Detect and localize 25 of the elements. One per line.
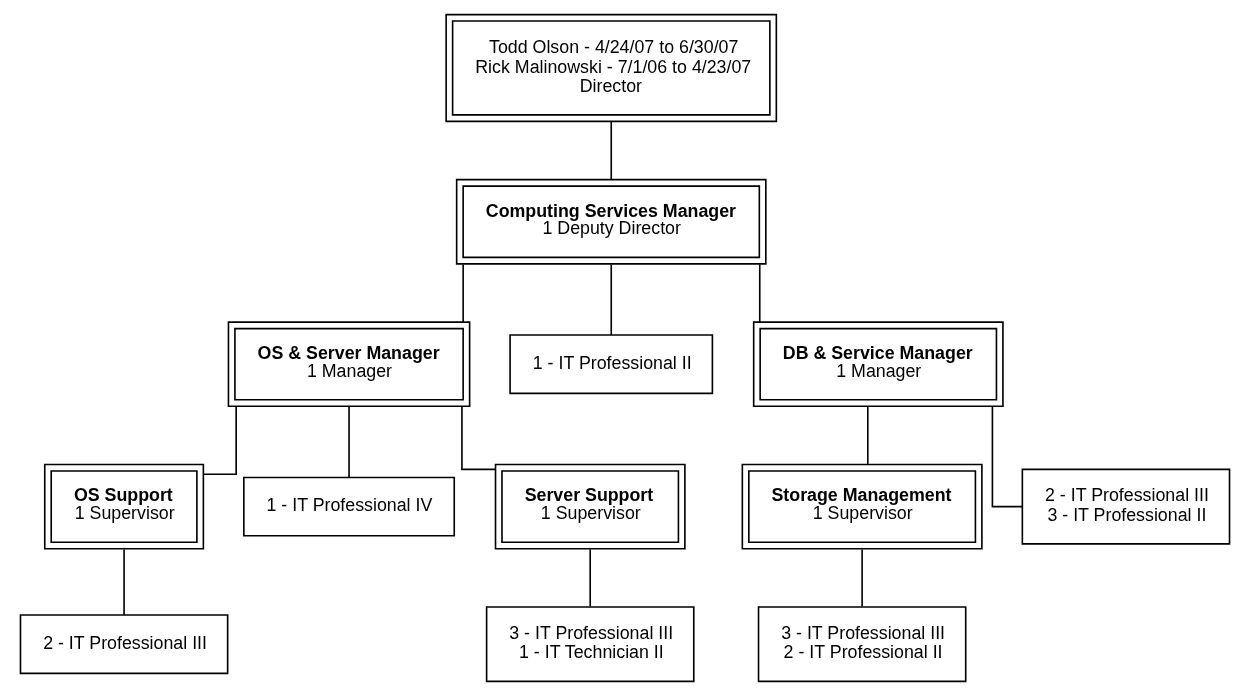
connector [461, 263, 464, 323]
connector [202, 405, 237, 476]
node-box: Todd Olson - 4/24/07 to 6/30/07 Rick Malinowski - 7/1/06 to 4/23/07 Director [444, 13, 777, 123]
connector [588, 548, 591, 608]
connector [122, 548, 125, 616]
connector [609, 263, 612, 336]
node-box: Computing Services Manager 1 Deputy Director [455, 178, 767, 265]
node-box: 3 - IT Professional III 2 - IT Professional II [757, 606, 966, 683]
node-box: OS & Server Manager 1 Manager [227, 321, 470, 408]
connector [347, 406, 350, 479]
node-box: 1 - IT Professional IV [242, 476, 455, 537]
connector [460, 405, 496, 471]
node-box: 2 - IT Professional III 3 - IT Professional II [1021, 468, 1230, 545]
node-box: Storage Management 1 Supervisor [741, 463, 983, 550]
connector [609, 120, 612, 181]
connector [758, 263, 761, 323]
node-box: OS Support 1 Supervisor [43, 463, 204, 550]
connector [866, 406, 869, 466]
node-box: DB & Service Manager 1 Manager [752, 321, 1004, 408]
connector [860, 548, 863, 608]
node-box: Server Support 1 Supervisor [494, 463, 686, 550]
node-box: 1 - IT Professional II [508, 334, 713, 395]
node-box: 3 - IT Professional III 1 - IT Technician II [485, 606, 695, 683]
connector [991, 406, 1023, 508]
node-box: 2 - IT Professional III [19, 614, 228, 675]
